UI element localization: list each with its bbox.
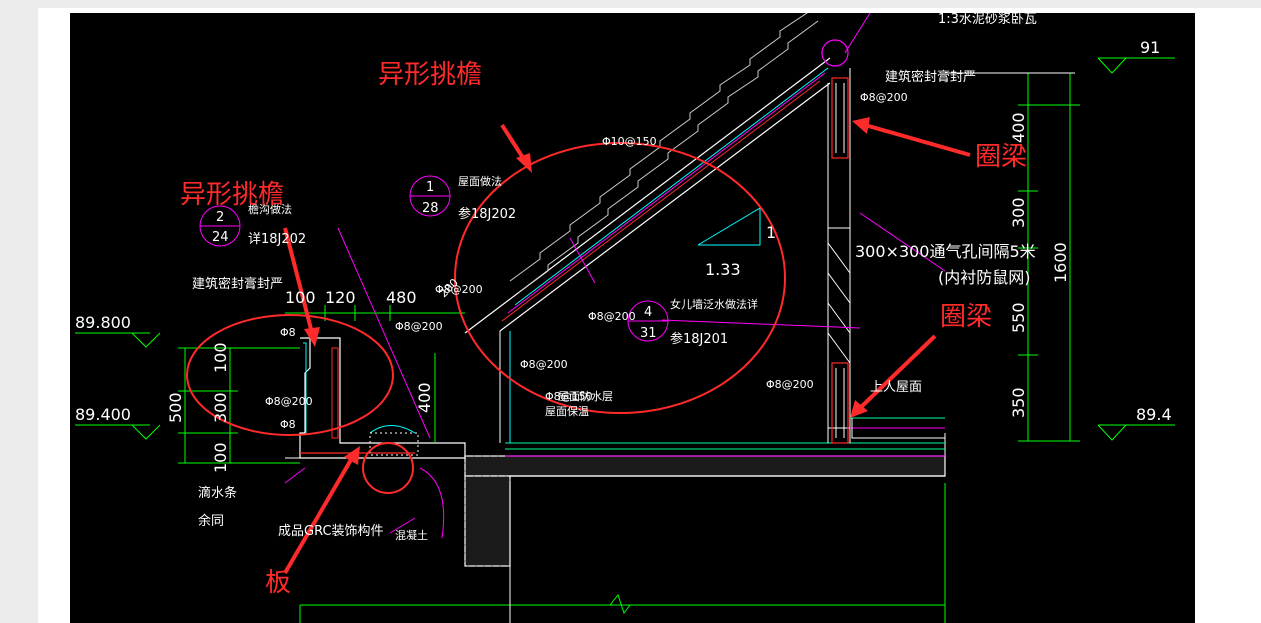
waterproof-label: 屋面防水层 [558, 389, 613, 403]
parapet-ref-label: 参18J201 [670, 331, 728, 347]
dim-left-2: 300 [211, 392, 230, 423]
roof-callout-sheet: 28 [422, 201, 439, 216]
sloped-roof [464, 13, 945, 444]
eave-method-label: 檐沟做法 [248, 202, 292, 216]
dim-top-3: 480 [386, 288, 417, 307]
eave-ellipse-main [454, 142, 786, 414]
dim-right-1: 400 [1009, 112, 1028, 143]
parapet-callout-sheet: 31 [640, 326, 657, 341]
dim-right-total: 1600 [1051, 242, 1070, 283]
dimension-labels: 1600 400 300 550 350 500 100 300 100 100… [166, 112, 1070, 473]
roof-ref-label: 参18J202 [458, 206, 516, 222]
elevation-right: 89.4 [1136, 405, 1172, 424]
ring-beam-top-label: 圈梁 [975, 142, 1027, 172]
rebar-label: Φ8 [280, 418, 296, 431]
upper-roof-label: 上人屋面 [870, 380, 922, 395]
slope-run: 1.33 [705, 260, 741, 279]
left-eave [285, 337, 466, 539]
sealant-left-label: 建筑密封膏封严 [192, 276, 283, 292]
eave-ellipse-left [186, 314, 394, 436]
slab-label: 板 [265, 568, 291, 598]
eave-callout-sheet: 24 [212, 230, 229, 245]
sealant-right-label: 建筑密封膏封严 [885, 69, 976, 85]
roof-callout-num: 1 [426, 180, 434, 195]
eave-ref-label: 详18J202 [248, 232, 306, 247]
red-markup-text: 异形挑檐 异形挑檐 圈梁 圈梁 板 [180, 60, 1027, 598]
elevation-markers [75, 57, 1175, 441]
detail-callouts: 1 28 2 24 4 31 [199, 175, 669, 342]
slab-circle [362, 442, 414, 494]
rebar-labels: Φ8@200 Φ10@150 Φ8@200 Φ8@200 Φ8@200 Φ8@1… [265, 91, 908, 431]
dim-mid-vertical: 400 [415, 382, 434, 413]
special-eave-left-label: 异形挑檐 [180, 180, 284, 210]
cad-drawing: 1:3水泥砂浆卧瓦 建筑密封膏封严 300×300通气孔间隔5米 (内衬防鼠网)… [70, 13, 1195, 623]
red-markups [186, 142, 786, 494]
vent-note: 300×300通气孔间隔5米 [855, 242, 1036, 261]
slope-marker: 1 1.33 [705, 223, 776, 279]
elevation-top-right: 91 [1140, 38, 1160, 57]
dim-right-2: 300 [1009, 197, 1028, 228]
leader-lines [284, 13, 946, 534]
rebar-label: Φ8@150 [545, 390, 593, 403]
drip-label: 滴水条 [198, 485, 237, 501]
vent-note-2: (内衬防鼠网) [938, 268, 1031, 287]
dim-left-3: 100 [211, 442, 230, 473]
dim-right-4: 350 [1009, 387, 1028, 418]
dim-right-3: 550 [1009, 302, 1028, 333]
dim-left-total: 500 [166, 392, 185, 423]
roof-method-label: 屋面做法 [458, 174, 502, 188]
parapet-callout-num: 4 [644, 305, 652, 320]
dim-left-1: 100 [211, 342, 230, 373]
left-gutter [0, 8, 38, 623]
insulation-label: 屋面保温 [545, 404, 589, 418]
rebar-label: Φ8@200 [588, 310, 636, 323]
eave-callout-num: 2 [216, 210, 224, 225]
grc-label: 成品GRC装饰构件 [278, 524, 384, 539]
red-arrows [283, 117, 971, 575]
cad-drawing-svg: 1:3水泥砂浆卧瓦 建筑密封膏封严 300×300通气孔间隔5米 (内衬防鼠网)… [75, 13, 1175, 623]
rebar-label: Φ8@200 [435, 283, 483, 296]
parapet-method-label: 女儿墙泛水做法详 [670, 297, 758, 311]
rebar-label: Φ8@200 [860, 91, 908, 104]
rebar-label: Φ8 [280, 326, 296, 339]
rebar-label: Φ10@150 [602, 135, 657, 148]
rebar-label: Φ8@200 [265, 395, 313, 408]
concrete-label: 混凝土 [395, 528, 428, 542]
elevation-labels: 91 89.4 89.800 89.400 [75, 38, 1172, 424]
mortar-note: 1:3水泥砂浆卧瓦 [938, 13, 1037, 27]
slope-rise: 1 [766, 223, 776, 242]
rebar-label: Φ8@200 [766, 378, 814, 391]
rebar-label: Φ8@200 [395, 320, 443, 333]
structure [299, 433, 946, 623]
drip-same-label: 余同 [198, 513, 224, 529]
special-eave-top-label: 异形挑檐 [378, 60, 482, 90]
elevation-left-upper: 89.800 [75, 313, 131, 332]
cad-labels: 1:3水泥砂浆卧瓦 建筑密封膏封严 300×300通气孔间隔5米 (内衬防鼠网)… [192, 13, 1037, 542]
dim-top-2: 120 [325, 288, 356, 307]
ring-beam-right-label: 圈梁 [940, 302, 992, 332]
elevation-left-lower: 89.400 [75, 405, 131, 424]
rebar-label: Φ8@200 [520, 358, 568, 371]
dimensions [178, 72, 1080, 464]
dim-top-1: 100 [285, 288, 316, 307]
